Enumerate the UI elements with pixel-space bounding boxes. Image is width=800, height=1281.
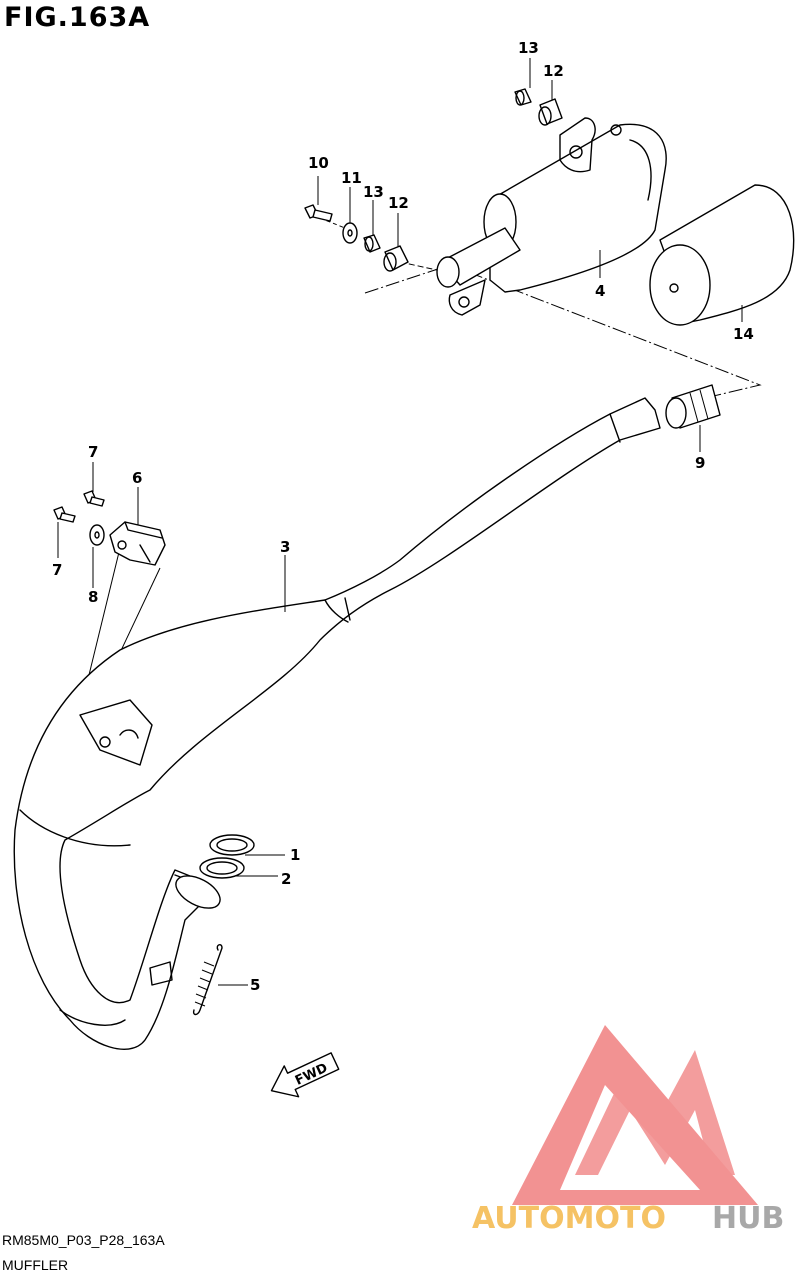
part-7-bolt-lower xyxy=(53,506,76,523)
callout-12-lower: 12 xyxy=(388,194,409,212)
watermark-mark-icon xyxy=(575,1050,735,1175)
callout-12-upper: 12 xyxy=(543,62,564,80)
part-13-collar-upper xyxy=(514,88,532,106)
callout-13-upper: 13 xyxy=(518,39,539,57)
callout-2: 2 xyxy=(281,870,291,888)
callout-6: 6 xyxy=(132,469,142,487)
part-7-bolt-upper xyxy=(83,490,105,507)
callout-8: 8 xyxy=(88,588,98,606)
part-13-collar-lower xyxy=(363,234,381,253)
callout-1: 1 xyxy=(290,846,300,864)
watermark-text-part1: AUTOMOTO xyxy=(472,1201,666,1236)
callout-4: 4 xyxy=(595,282,605,300)
watermark-logo: AUTOMOTO HUB xyxy=(472,1025,784,1236)
fwd-arrow: FWD xyxy=(270,1052,340,1098)
callout-7-lower: 7 xyxy=(52,561,62,579)
callout-5: 5 xyxy=(250,976,260,994)
callout-7-upper: 7 xyxy=(88,443,98,461)
part-12-grommet-lower xyxy=(383,245,409,272)
part-8-washer xyxy=(89,524,105,546)
part-3-exhaust-chamber xyxy=(13,397,661,1050)
callout-9: 9 xyxy=(695,454,705,472)
part-1-gasket xyxy=(209,834,255,856)
part-6-bracket xyxy=(109,521,166,566)
diagram-code: RM85M0_P03_P28_163A xyxy=(2,1232,165,1248)
part-4-muffler xyxy=(436,117,667,316)
part-11-washer xyxy=(342,222,358,244)
leader-lines xyxy=(57,58,743,986)
callout-labels: 1 2 3 4 5 6 7 7 8 9 10 11 12 12 13 13 14 xyxy=(52,39,754,994)
part-12-grommet-upper xyxy=(538,98,563,126)
part-5-spring xyxy=(192,943,223,1016)
part-14-packing xyxy=(649,184,795,326)
callout-14: 14 xyxy=(733,325,754,343)
callout-11: 11 xyxy=(341,169,362,187)
part-2-gasket xyxy=(199,857,245,879)
figure-title: FIG.163A xyxy=(4,2,151,33)
callout-10: 10 xyxy=(308,154,329,172)
callout-3: 3 xyxy=(280,538,290,556)
part-9-connector xyxy=(665,384,721,429)
watermark-text-part2: HUB xyxy=(712,1201,784,1236)
part-10-bolt xyxy=(304,204,333,222)
diagram-name: MUFFLER xyxy=(2,1257,69,1273)
callout-13-lower: 13 xyxy=(363,183,384,201)
